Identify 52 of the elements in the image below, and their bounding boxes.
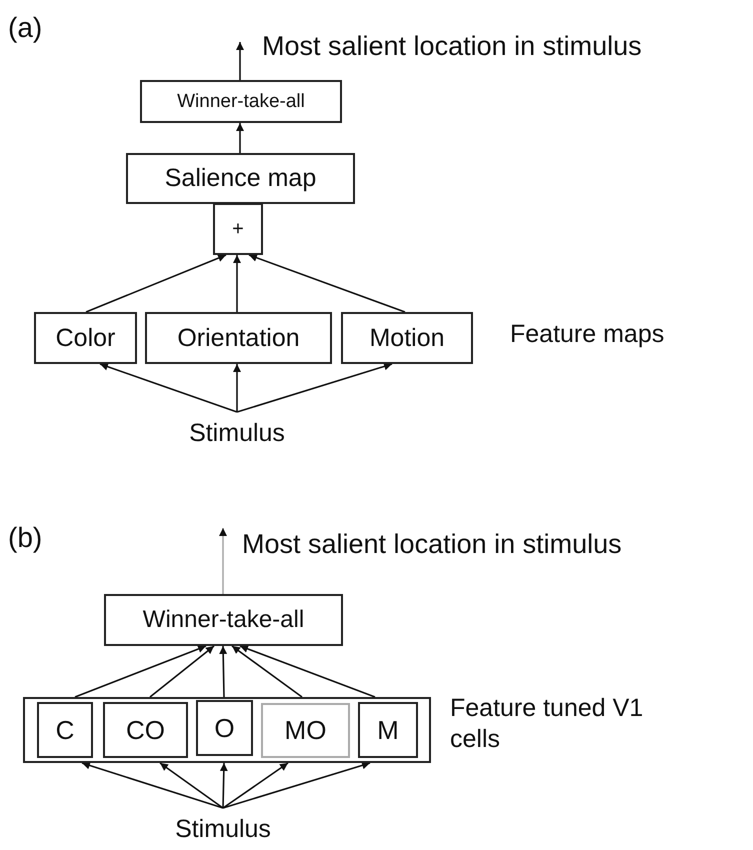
process-box [104,594,343,646]
cell-box [103,702,188,758]
arrow [86,254,226,313]
panel-label: (a) [8,11,42,45]
arrow [236,123,244,153]
output-arrow [236,42,244,80]
arrow [233,255,241,312]
box-label: M [377,714,399,746]
annotation-text: Most salient location in stimulus [242,528,622,561]
annotation-text: Feature tuned V1 cells [450,693,644,756]
input-text: Stimulus [175,814,271,844]
arrow [233,364,241,412]
cell-box [261,703,350,758]
cell-box [358,702,418,758]
box-label: Color [56,324,116,352]
arrow [222,762,370,809]
box-label: O [214,712,235,744]
arrow [220,762,228,808]
box-label: MO [284,715,326,746]
arrow [82,762,224,809]
arrow [236,362,392,413]
process-box [34,312,137,364]
process-box [341,312,473,364]
box-label: C [56,714,74,746]
process-box [145,312,332,364]
arrow [160,762,224,809]
cell-box [196,700,253,756]
arrow [219,646,228,698]
process-box [126,153,355,204]
annotation-text: Feature maps [510,319,664,350]
sum-box [213,203,263,255]
process-box [140,80,342,123]
arrow [100,362,238,413]
arrow [240,645,376,698]
arrow [248,254,406,313]
box-label: + [232,218,244,240]
arrow [74,645,206,698]
cell-box [37,702,93,758]
annotation-text: Most salient location in stimulus [262,30,642,63]
arrow [222,762,288,809]
group-box [23,697,431,763]
box-label: Orientation [177,324,300,352]
input-text: Stimulus [189,418,285,448]
output-arrow [219,528,227,594]
arrow [150,645,214,698]
panel-label: (b) [8,521,42,555]
box-label: Motion [369,324,445,352]
box-label: Salience map [164,164,316,193]
box-label: Winner-take-all [177,90,305,112]
arrow [232,645,302,698]
box-label: CO [126,714,165,746]
box-label: Winner-take-all [142,606,304,634]
